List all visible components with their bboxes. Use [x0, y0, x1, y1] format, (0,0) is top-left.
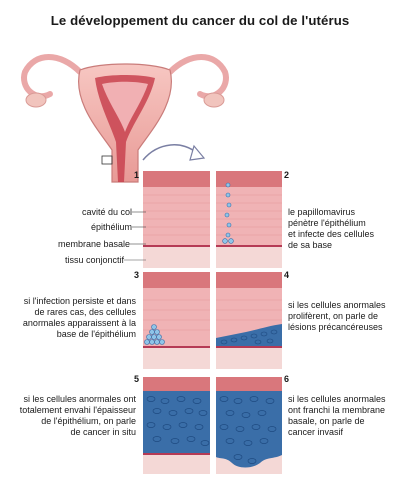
uterus-illustration: [10, 32, 250, 192]
caption-step-2: le papillomavirus pénètre l'épithélium e…: [288, 207, 375, 250]
panel-2-virus-infection: [216, 171, 282, 268]
label-connective-tissue: tissu conjonctif: [64, 255, 124, 265]
panel-5-cancer-in-situ: [143, 377, 210, 474]
label-epithelium: épithélium: [90, 222, 132, 232]
panel-1-normal-tissue: [143, 171, 210, 268]
panel-4-precancerous-lesions: [216, 272, 282, 369]
label-basal-membrane: membrane basale: [57, 239, 130, 249]
panel-number-6: 6: [284, 374, 290, 384]
panel-number-1: 1: [134, 170, 140, 180]
panel-number-4: 4: [284, 270, 290, 280]
label-cavity: cavité du col: [81, 207, 132, 217]
caption-step-5: si les cellules anormales ont totalement…: [19, 394, 136, 437]
caption-step-4: si les cellules anormales prolifèrent, o…: [288, 300, 386, 332]
panel-6-invasive-cancer: [216, 377, 282, 474]
caption-step-3: si l'infection persiste et dans de rares…: [22, 296, 136, 339]
panel-number-5: 5: [134, 374, 140, 384]
caption-step-6: si les cellules anormales ont franchi la…: [288, 394, 386, 437]
label-leader-lines: [112, 205, 146, 265]
panel-3-abnormal-cells: [143, 272, 210, 369]
page-title: Le développement du cancer du col de l'u…: [50, 13, 350, 28]
pointer-arrow: [138, 132, 218, 182]
panel-number-2: 2: [284, 170, 290, 180]
panel-number-3: 3: [134, 270, 140, 280]
